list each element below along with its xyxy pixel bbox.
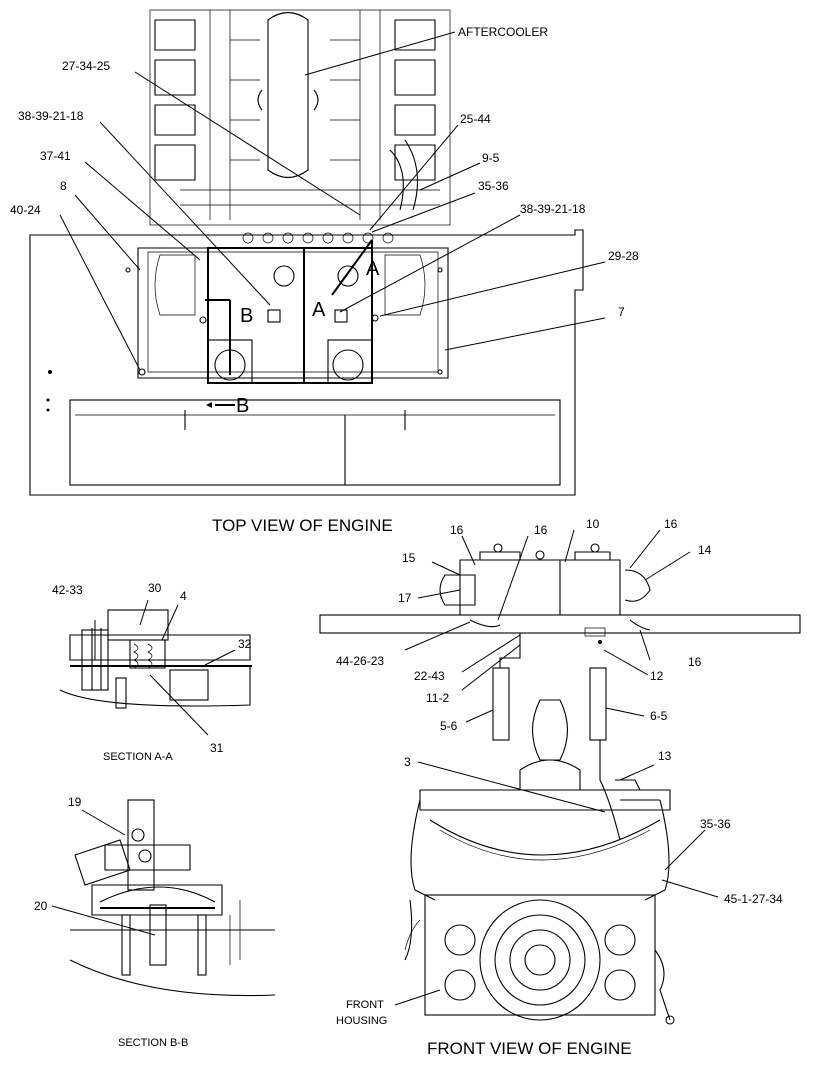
callout-35-36-top: 35-36	[478, 179, 509, 193]
lower-panel	[69, 399, 561, 486]
callout-12: 12	[650, 669, 664, 683]
top-view: B B A A AFTERCOOLER 27-34-25 38-39-21-18…	[10, 9, 639, 535]
top-view-leaders	[59, 31, 606, 371]
section-bb: 19 20 SECTION B-B	[34, 795, 276, 1049]
callout-4: 4	[180, 589, 187, 603]
callout-8: 8	[60, 179, 67, 193]
callout-16-c: 16	[664, 517, 678, 531]
top-frame	[29, 229, 584, 496]
callout-10: 10	[586, 517, 600, 531]
callout-16-b: 16	[534, 523, 548, 537]
mounting-plate	[319, 614, 801, 634]
engine-front	[404, 699, 675, 1025]
callout-16-d: 16	[688, 655, 702, 669]
upper-circles	[242, 232, 394, 244]
callout-31: 31	[210, 741, 224, 755]
callout-15: 15	[402, 551, 416, 565]
callout-27-34-25: 27-34-25	[62, 59, 110, 73]
callout-35-36-front: 35-36	[700, 817, 731, 831]
callout-30: 30	[148, 581, 162, 595]
callout-22-43: 22-43	[414, 669, 445, 683]
callout-7: 7	[618, 305, 625, 319]
title-top-view: TOP VIEW OF ENGINE	[212, 516, 393, 535]
callout-45-1-27-34: 45-1-27-34	[724, 892, 783, 906]
engine-upper-detail	[149, 9, 451, 244]
callout-44-26-23: 44-26-23	[336, 654, 384, 668]
callout-13: 13	[658, 749, 672, 763]
label-housing: HOUSING	[336, 1015, 387, 1027]
callout-42-33: 42-33	[52, 583, 83, 597]
label-front: FRONT	[346, 999, 384, 1011]
callout-38-39-21-18-left: 38-39-21-18	[18, 109, 84, 123]
callout-5-6: 5-6	[440, 719, 458, 733]
title-section-aa: SECTION A-A	[103, 751, 173, 763]
callout-6-5: 6-5	[650, 709, 668, 723]
front-view: 16 16 10 16 15 14 17 44-26-23 22-43 11-2…	[319, 517, 801, 1058]
callout-37-41: 37-41	[40, 149, 71, 163]
callout-17: 17	[398, 591, 412, 605]
section-marker-a: A	[366, 258, 380, 280]
section-aa: 42-33 30 4 32 31 SECTION A-A	[52, 581, 252, 763]
callout-38-39-21-18-right: 38-39-21-18	[520, 202, 586, 216]
callout-29-28: 29-28	[608, 249, 639, 263]
section-marker-a-lower: A	[312, 299, 326, 321]
title-front-view: FRONT VIEW OF ENGINE	[427, 1039, 632, 1058]
title-section-bb: SECTION B-B	[118, 1037, 188, 1049]
callout-20: 20	[34, 899, 48, 913]
callout-11-2: 11-2	[426, 691, 449, 705]
callout-19: 19	[68, 795, 82, 809]
callout-25-44: 25-44	[460, 112, 491, 126]
center-housing	[207, 247, 373, 384]
section-marker-b: B	[240, 305, 253, 327]
callout-aftercooler: AFTERCOOLER	[458, 25, 548, 39]
callout-3: 3	[404, 755, 411, 769]
callout-9-5: 9-5	[482, 151, 500, 165]
section-marker-b-lower: B	[236, 395, 249, 417]
callout-14: 14	[698, 543, 712, 557]
callout-16-a: 16	[450, 523, 464, 537]
callout-32: 32	[238, 637, 252, 651]
front-view-leaders	[394, 529, 719, 1006]
callout-40-24: 40-24	[10, 203, 41, 217]
